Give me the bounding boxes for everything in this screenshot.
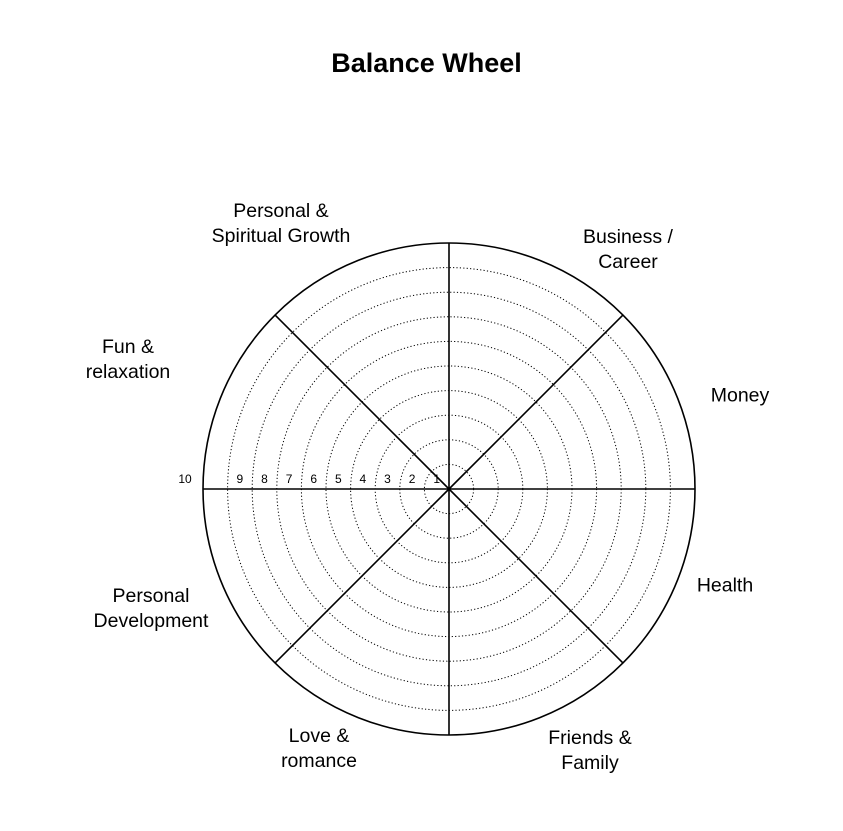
scale-label-9: 9 xyxy=(237,472,244,486)
label-business-career: Business / Career xyxy=(583,225,673,275)
spoke-2 xyxy=(448,488,624,664)
label-personal-spiritual-growth-line-2: Spiritual Growth xyxy=(211,225,351,247)
label-fun-relaxation: Fun & relaxation xyxy=(86,335,171,385)
scale-label-1: 1 xyxy=(433,472,440,486)
scale-label-8: 8 xyxy=(261,472,268,486)
label-friends-family-line-1: Friends & xyxy=(548,727,632,749)
label-love-romance-line-1: Love & xyxy=(288,725,350,747)
scale-label-4: 4 xyxy=(360,472,367,486)
scale-label-6: 6 xyxy=(310,472,317,486)
label-fun-relaxation-line-2: relaxation xyxy=(85,361,171,383)
scale-label-10: 10 xyxy=(178,472,192,486)
label-money-line-1: Money xyxy=(710,384,770,407)
label-friends-family-line-2: Family xyxy=(561,752,619,774)
label-personal-spiritual-growth: Personal & Spiritual Growth xyxy=(212,199,351,249)
spoke-8 xyxy=(448,314,624,490)
label-business-career-line-2: Career xyxy=(598,251,658,273)
scale-labels: 1 2 3 4 5 6 7 8 9 10 xyxy=(178,472,440,486)
spoke-4 xyxy=(274,488,450,664)
scale-label-2: 2 xyxy=(409,472,416,486)
scale-label-3: 3 xyxy=(384,472,391,486)
label-personal-development-line-2: Development xyxy=(93,610,209,632)
label-love-romance-line-2: romance xyxy=(281,750,357,772)
label-business-career-line-1: Business / xyxy=(583,226,673,248)
wheel-spokes xyxy=(203,243,695,735)
page-title: Balance Wheel xyxy=(331,48,522,78)
scale-label-7: 7 xyxy=(286,472,293,486)
label-money: Money xyxy=(711,384,770,409)
label-fun-relaxation-line-1: Fun & xyxy=(101,336,155,358)
label-personal-development-line-1: Personal xyxy=(112,585,190,607)
label-love-romance: Love & romance xyxy=(281,724,357,774)
label-personal-development: Personal Development xyxy=(94,584,209,634)
label-health-line-1: Health xyxy=(696,574,754,597)
spoke-6 xyxy=(274,314,450,490)
label-health: Health xyxy=(697,574,753,599)
label-friends-family: Friends & Family xyxy=(548,726,631,776)
label-personal-spiritual-growth-line-1: Personal & xyxy=(233,200,329,222)
scale-label-5: 5 xyxy=(335,472,342,486)
